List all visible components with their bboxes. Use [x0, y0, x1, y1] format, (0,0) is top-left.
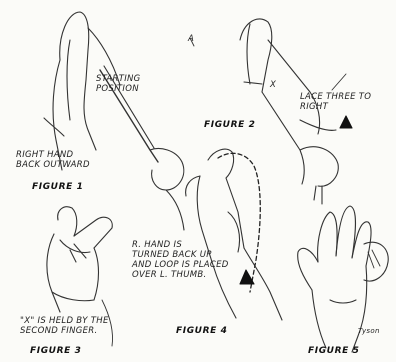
right-hand-note: RIGHT HAND BACK OUTWARD: [16, 150, 90, 170]
figure-5-caption: FIGURE 5: [308, 346, 359, 356]
figure-1-caption: FIGURE 1: [32, 182, 83, 192]
starting-position-note: STARTING POSITION: [96, 74, 141, 94]
figure-1-drawing: [44, 12, 184, 230]
r-hand-turned-note: R. HAND IS TURNED BACK UP AND LOOP IS PL…: [132, 240, 229, 280]
figure-3-caption: FIGURE 3: [30, 346, 81, 356]
figure-2-caption: FIGURE 2: [204, 120, 255, 130]
figure-4-drawing: [186, 149, 282, 320]
x-mark: X: [270, 80, 276, 90]
small-a-mark: A: [188, 34, 194, 44]
cord-to-right-note: LACE THREE TO RIGHT: [300, 92, 371, 112]
figure-4-caption: FIGURE 4: [176, 326, 227, 336]
x-held-note: "X" IS HELD BY THE SECOND FINGER.: [20, 316, 109, 336]
artist-signature: Tyson: [358, 326, 380, 336]
